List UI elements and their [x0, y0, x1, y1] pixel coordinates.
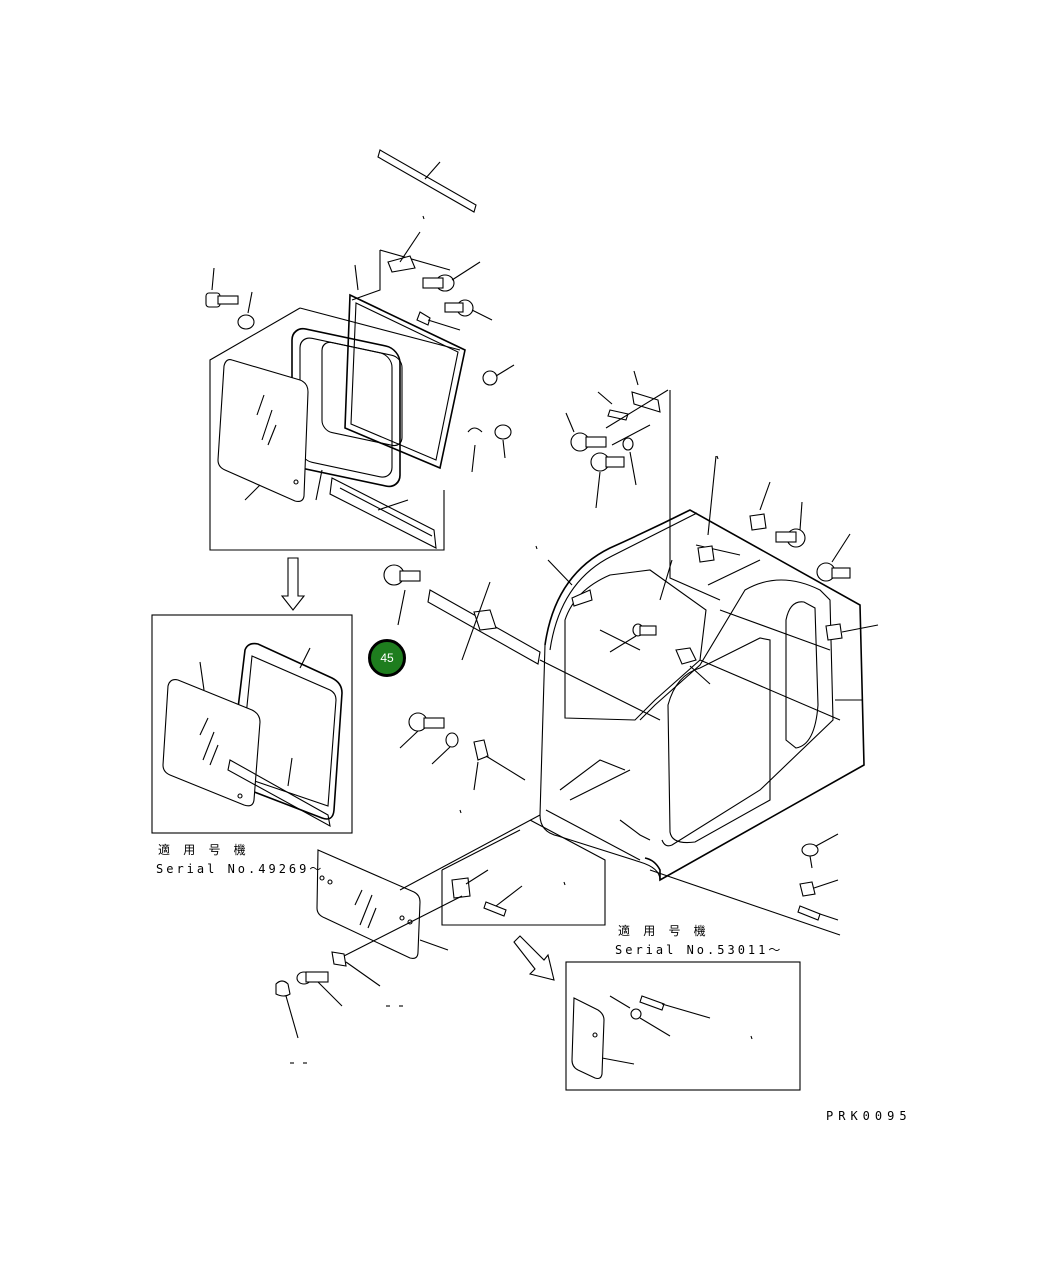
serial-note-serial-2: Serial No.53011～ — [615, 943, 784, 957]
serial-note-heading-2: 適 用 号 機 — [618, 924, 709, 938]
window-assembly-box-upper — [209, 293, 466, 551]
top-visor-strip — [377, 149, 477, 213]
latch-detail-box — [339, 819, 606, 959]
door-detail-box-variant — [565, 961, 801, 1091]
serial-note-serial-1: Serial No.49269～ — [156, 862, 325, 876]
lower-bolt-set — [399, 712, 526, 791]
door-panel-lower — [316, 814, 541, 959]
center-rail-assembly — [383, 564, 661, 721]
arrow-down-icon — [280, 557, 306, 611]
bottom-left-fasteners — [275, 951, 381, 1039]
arrow-diagonal-icon — [513, 935, 555, 981]
part-hotspot-45[interactable]: 45 — [368, 639, 406, 677]
serial-note-heading-1: 適 用 号 機 — [158, 843, 249, 857]
window-assembly-box-variant — [151, 614, 353, 834]
upper-right-hardware — [565, 370, 879, 641]
index-tick-marks — [290, 215, 753, 1064]
cab-body — [539, 390, 865, 936]
lower-right-fasteners — [797, 833, 839, 921]
top-bracket-cluster — [205, 231, 515, 473]
drawing-code: PRK0095 — [826, 1109, 912, 1123]
